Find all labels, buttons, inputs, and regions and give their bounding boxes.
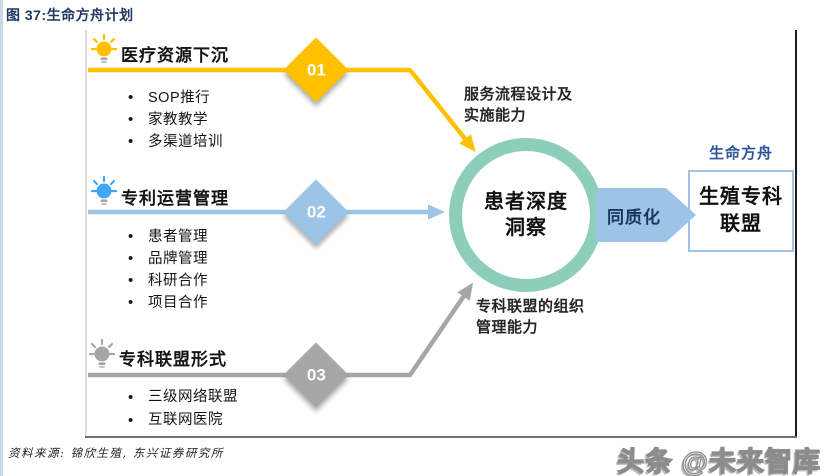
track1-heading: 医疗资源下沉 [121,46,229,65]
list-item: 科研合作 [122,270,208,292]
step-badge-01: 01 [283,37,349,103]
track3-bullet-list: 三级网络联盟 互联网医院 [122,386,238,432]
figure-border-right [795,30,797,437]
circle-label-line2: 洞察 [505,217,547,239]
source-note: 资料来源: 锦欣生殖, 东兴证券研究所 [8,446,224,460]
lightbulb-icon-track2 [90,176,118,205]
homogenization-label: 同质化 [607,207,661,227]
alliance-outcome-box: 生殖专科 联盟 [688,170,794,252]
track3-heading: 专科联盟形式 [119,350,227,369]
track2-bullet-list: 患者管理 品牌管理 科研合作 项目合作 [122,226,208,314]
list-item: 多渠道培训 [122,131,223,153]
list-item: 品牌管理 [122,248,208,270]
step-number: 01 [306,59,326,79]
step-number: 03 [306,364,326,384]
list-item: SOP推行 [122,87,223,109]
figure-title: 图 37:生命方舟计划 [6,7,134,23]
annotation-org-capability: 专科联盟的组织 管理能力 [476,298,585,336]
figure-border-left [85,30,87,437]
circle-label-line1: 患者深度 [484,191,568,213]
patient-insight-circle: 患者深度 洞察 [449,138,603,292]
plan-name-label: 生命方舟 [708,145,773,162]
step-badge-03: 03 [283,342,349,408]
annotation-service-capability: 服务流程设计及 实施能力 [464,86,573,124]
list-item: 家教教学 [122,109,223,131]
lightbulb-icon-track3 [88,339,116,368]
list-item: 项目合作 [122,292,208,314]
figure-border-bottom [85,436,797,438]
track1-bullet-list: SOP推行 家教教学 多渠道培训 [122,87,223,153]
lightbulb-icon-track1 [90,34,118,63]
step-number: 02 [306,201,326,221]
box-label-line2: 联盟 [720,213,762,235]
homogenization-arrow: 同质化 [596,188,696,242]
list-item: 患者管理 [122,226,208,248]
box-label-line1: 生殖专科 [699,186,783,208]
list-item: 三级网络联盟 [122,386,238,409]
step-badge-02: 02 [283,179,349,245]
page-left-edge [0,0,3,476]
watermark-toutiao: 头条 @未来智库 [617,446,821,476]
track2-heading: 专利运营管理 [121,189,229,208]
list-item: 互联网医院 [122,409,238,432]
